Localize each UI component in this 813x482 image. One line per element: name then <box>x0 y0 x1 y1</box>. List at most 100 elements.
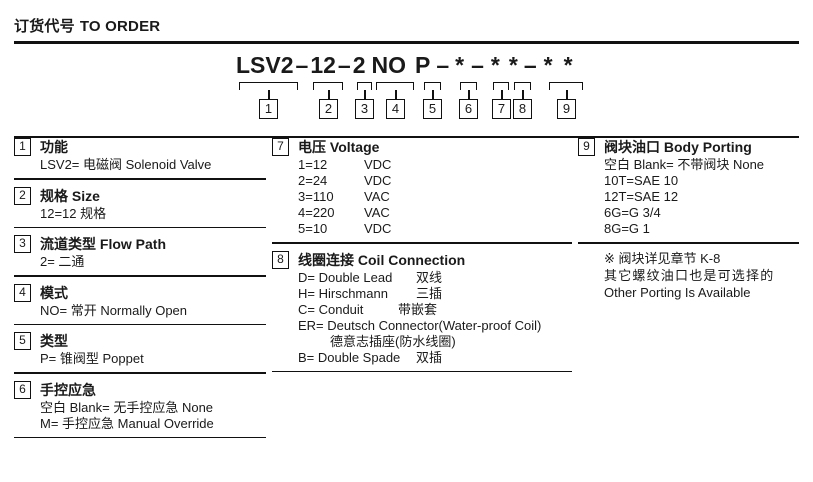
option-1-0: LSV2= 电磁阀 Solenoid Valve <box>40 157 212 172</box>
coil-key-1: H= Hirschmann <box>298 285 388 301</box>
code-drop-9 <box>566 90 568 100</box>
voltage-key-4: 5=10 <box>298 221 328 236</box>
voltage-value-3: VAC <box>364 205 390 220</box>
porting-note-2: Other Porting Is Available <box>604 284 751 300</box>
section-title-6: 手控应急 <box>40 381 96 398</box>
section-number-7: 7 <box>272 138 289 156</box>
code-callout-9: 9 <box>557 99 576 119</box>
option-3-0: 2= 二通 <box>40 254 85 269</box>
coil-key-4: 德意志插座(防水线圈) <box>330 333 456 349</box>
option-6-0: 空白 Blank= 无手控应急 None <box>40 399 214 415</box>
code-token-6: P <box>415 52 431 78</box>
code-token-3: – <box>337 52 351 78</box>
section-title-8: 线圈连接 Coil Connection <box>298 251 466 268</box>
content-top-rule <box>14 136 799 138</box>
voltage-value-1: VDC <box>364 173 392 188</box>
section-number-3: 3 <box>14 235 31 253</box>
body-porting-notes: ※ 阀块详见章节 K-8 其它螺纹油口也是可选择的 Other Porting … <box>578 250 799 301</box>
coil-value-0: 双线 <box>416 269 443 285</box>
section-title-9: 阀块油口 Body Porting <box>604 139 752 155</box>
code-callout-2: 2 <box>319 99 338 119</box>
code-token-5: NO <box>371 52 407 78</box>
code-drop-6 <box>468 90 470 100</box>
section-9-body-porting: 9 阀块油口 Body Porting 空白 Blank= 不带阀块 None … <box>578 138 799 244</box>
coil-key-2: C= Conduit <box>298 301 364 317</box>
code-drop-8 <box>522 90 524 100</box>
section-divider-3 <box>14 275 266 277</box>
code-token-1: – <box>295 52 309 78</box>
option-9-2: 12T=SAE 12 <box>604 189 679 204</box>
section-divider-1 <box>14 178 266 180</box>
section-divider-6 <box>14 436 266 438</box>
code-token-7: – <box>436 52 450 78</box>
column-right: 9 阀块油口 Body Porting 空白 Blank= 不带阀块 None … <box>578 138 799 301</box>
section-number-8: 8 <box>272 250 289 269</box>
coil-value-1: 三插 <box>416 285 443 301</box>
voltage-key-3: 4=220 <box>298 205 335 220</box>
code-callout-1: 1 <box>259 99 278 119</box>
section-number-6: 6 <box>14 380 31 399</box>
code-drop-2 <box>328 90 330 100</box>
section-title-4: 模式 <box>40 284 68 301</box>
coil-row-3: ER= Deutsch Connector(Water-proof Coil) <box>298 318 572 334</box>
coil-value-2: 带嵌套 <box>398 301 438 317</box>
coil-key-3: ER= Deutsch Connector(Water-proof Coil) <box>298 317 542 333</box>
code-bracket-7 <box>493 82 509 90</box>
coil-row-4: 德意志插座(防水线圈) <box>330 334 572 350</box>
coil-row-1: H= Hirschmann 三插 <box>298 286 572 302</box>
option-9-3: 6G=G 3/4 <box>604 205 661 220</box>
section-number-4: 4 <box>14 283 31 302</box>
section-divider-7 <box>272 242 572 244</box>
option-9-0: 空白 Blank= 不带阀块 None <box>604 157 765 172</box>
code-token-13: * <box>543 52 553 78</box>
code-token-2: 12 <box>310 52 336 78</box>
section-6-manual-override: 6 手控应急 空白 Blank= 无手控应急 None M= 手控应急 Manu… <box>14 380 266 438</box>
code-callout-8: 8 <box>513 99 532 119</box>
code-token-14: * <box>563 52 573 78</box>
porting-note-0: ※ 阀块详见章节 K-8 <box>604 250 721 266</box>
code-drop-3 <box>364 90 366 100</box>
code-drop-4 <box>395 90 397 100</box>
code-bracket-6 <box>460 82 477 90</box>
code-drop-1 <box>268 90 270 100</box>
section-title-1: 功能 <box>40 139 68 155</box>
section-title-7: 电压 Voltage <box>298 139 380 155</box>
section-divider-9 <box>578 242 799 244</box>
code-callout-6: 6 <box>459 99 478 119</box>
section-4-mode: 4 模式 NO= 常开 Normally Open <box>14 283 266 325</box>
code-drop-5 <box>432 90 434 100</box>
code-token-0: LSV2 <box>236 52 294 78</box>
section-5-type: 5 类型 P= 锥阀型 Poppet <box>14 332 266 374</box>
coil-key-0: D= Double Lead <box>298 269 393 285</box>
page-title-cn: 订货代号 <box>14 18 75 35</box>
voltage-row-3: 4=220 VAC <box>298 205 572 221</box>
code-bracket-4 <box>376 82 414 90</box>
code-token-12: – <box>523 52 537 78</box>
section-2-size: 2 规格 Size 12=12 规格 <box>14 186 266 228</box>
code-bracket-1 <box>239 82 298 90</box>
option-9-1: 10T=SAE 10 <box>604 173 679 188</box>
code-drop-7 <box>501 90 503 100</box>
section-divider-4 <box>14 323 266 325</box>
section-number-9: 9 <box>578 138 595 156</box>
section-divider-2 <box>14 226 266 228</box>
option-4-0: NO= 常开 Normally Open <box>40 302 188 318</box>
code-token-8: * <box>455 52 465 78</box>
code-bracket-2 <box>313 82 343 90</box>
code-callout-5: 5 <box>423 99 442 119</box>
section-divider-8 <box>272 370 572 372</box>
code-callout-7: 7 <box>492 99 511 119</box>
code-token-10: * <box>490 52 500 78</box>
code-token-4: 2 <box>352 52 366 78</box>
code-bracket-8 <box>514 82 531 90</box>
